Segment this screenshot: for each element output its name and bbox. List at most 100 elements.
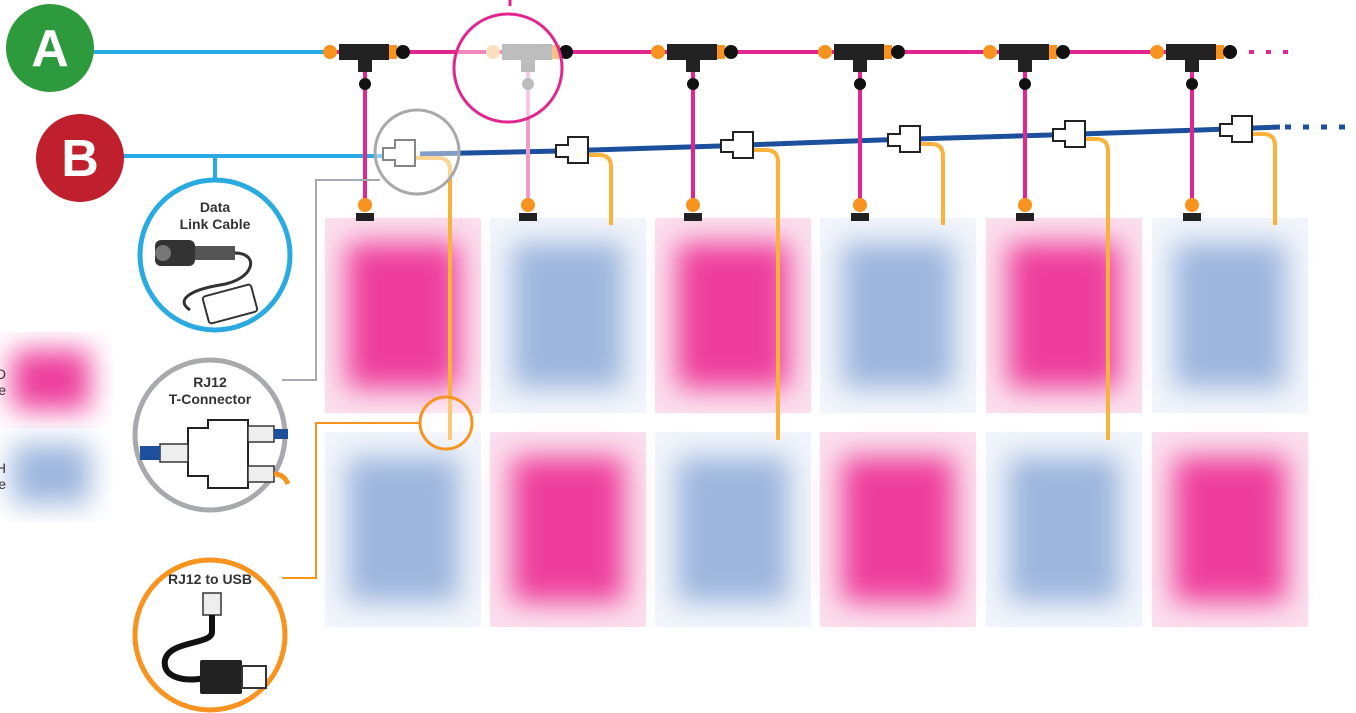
- drop-top-node-1: [359, 78, 371, 90]
- usb-cable-icon: [161, 592, 267, 694]
- magenta-tee-highlight: [452, 0, 564, 124]
- panel-bottom-1: [325, 432, 481, 627]
- panel-connector-4: [851, 213, 869, 221]
- tee-left-node: [486, 45, 500, 59]
- magenta-tee-3: [651, 44, 738, 72]
- tee-right-collar: [717, 45, 725, 59]
- panel-bottom-6-core: [1174, 457, 1286, 602]
- magenta-tee-6: [1150, 44, 1237, 72]
- tee-body: [1166, 44, 1216, 60]
- rj12-tee-1: [382, 139, 416, 167]
- legend-pink-text: D e: [0, 366, 6, 398]
- panel-connector-2: [519, 213, 537, 221]
- panel-top-5-core: [1008, 243, 1120, 388]
- drop-end-orange-4: [853, 198, 867, 212]
- drop-end-orange-6: [1185, 198, 1199, 212]
- panel-top-3-core: [677, 243, 789, 388]
- magenta-tee-4: [818, 44, 905, 72]
- rj12-tee-body: [1219, 115, 1253, 143]
- panel-bottom-3: [655, 432, 811, 627]
- rj12-t-connector-icon: [140, 419, 291, 489]
- tee-body: [834, 44, 884, 60]
- panel-top-1: [325, 218, 481, 413]
- blue-bus-line: [419, 124, 1281, 157]
- rj12-tee-6: [1219, 115, 1253, 143]
- rj12-tee-5: [1052, 120, 1086, 148]
- orange-data-cable-6: [1252, 132, 1277, 225]
- rj12-to-usb-title: RJ12 to USB: [168, 571, 252, 587]
- panel-top-3: [655, 218, 811, 413]
- panel-connector-3: [684, 213, 702, 221]
- tee-right-node: [724, 45, 738, 59]
- data-link-cable-title-1: Data: [200, 199, 231, 215]
- orange-data-cable-3: [753, 148, 780, 440]
- t-connectors: [323, 44, 1253, 167]
- panel-top-4-core: [842, 243, 954, 388]
- panel-top-2: [490, 218, 646, 413]
- legend-blue-swatch: [12, 444, 90, 504]
- drop-end-orange-1: [358, 198, 372, 212]
- legend-blue-text: H e: [0, 460, 6, 492]
- data-link-cable-title-2: Link Cable: [180, 216, 251, 232]
- tee-left-node: [983, 45, 997, 59]
- panel-bottom-5-core: [1008, 457, 1120, 602]
- panel-bottom-6: [1152, 432, 1308, 627]
- panel-connector-1: [356, 213, 374, 221]
- drop-end-orange-3: [686, 198, 700, 212]
- rj12-tee-body: [555, 136, 589, 164]
- panel-connector-6: [1183, 213, 1201, 221]
- tee-right-node: [1223, 45, 1237, 59]
- tee-stem: [1185, 58, 1199, 72]
- panel-bottom-5: [986, 432, 1142, 627]
- panel-bottom-3-core: [677, 457, 789, 602]
- tee-right-node: [559, 45, 573, 59]
- data-link-cable-callout: Data Link Cable: [137, 177, 293, 333]
- rj12-t-connector-title-2: T-Connector: [169, 391, 252, 407]
- tee-right-collar: [1216, 45, 1224, 59]
- drop-top-node-5: [1019, 78, 1031, 90]
- panel-top-2-core: [512, 243, 624, 388]
- network-b-badge: B: [36, 114, 124, 202]
- rj12-tee-2: [555, 136, 589, 164]
- drop-top-node-4: [854, 78, 866, 90]
- tee-stem: [853, 58, 867, 72]
- tee-right-node: [1056, 45, 1070, 59]
- tee-stem: [686, 58, 700, 72]
- tee-right-collar: [552, 45, 560, 59]
- data-link-cable-icon: [155, 240, 259, 325]
- magenta-tee-1: [323, 44, 410, 72]
- panel-bottom-4-core: [842, 457, 954, 602]
- panel-top-1-core: [347, 243, 459, 388]
- rj12-tee-body: [1052, 120, 1086, 148]
- rj12-t-connector-title-1: RJ12: [193, 374, 227, 390]
- tee-right-node: [891, 45, 905, 59]
- rj12-t-connector-callout: RJ12 T-Connector: [132, 357, 291, 513]
- panel-grid: [325, 218, 1308, 627]
- tee-body: [667, 44, 717, 60]
- orange-data-cable-2: [588, 153, 613, 225]
- panel-top-4: [820, 218, 976, 413]
- drop-top-node-2: [522, 78, 534, 90]
- tee-stem: [521, 58, 535, 72]
- drop-end-orange-2: [521, 198, 535, 212]
- tee-left-node: [651, 45, 665, 59]
- legend: [12, 350, 90, 504]
- panel-top-6: [1152, 218, 1308, 413]
- drop-end-orange-5: [1018, 198, 1032, 212]
- tee-stem: [1018, 58, 1032, 72]
- orange-data-cable-5: [1085, 137, 1110, 440]
- rj12-tee-3: [720, 131, 754, 159]
- tee-right-collar: [1049, 45, 1057, 59]
- orange-data-cable-4: [920, 142, 945, 225]
- rj12-to-usb-callout: RJ12 to USB: [132, 557, 288, 713]
- usb-connection-highlight: [282, 395, 474, 579]
- tee-left-node: [818, 45, 832, 59]
- drop-top-node-6: [1186, 78, 1198, 90]
- panel-bottom-2-core: [512, 457, 624, 602]
- magenta-tee-2: [486, 44, 573, 72]
- legend-pink-swatch: [12, 350, 90, 410]
- panel-bottom-4: [820, 432, 976, 627]
- panel-top-6-core: [1174, 243, 1286, 388]
- tee-body: [502, 44, 552, 60]
- magenta-tee-5: [983, 44, 1070, 72]
